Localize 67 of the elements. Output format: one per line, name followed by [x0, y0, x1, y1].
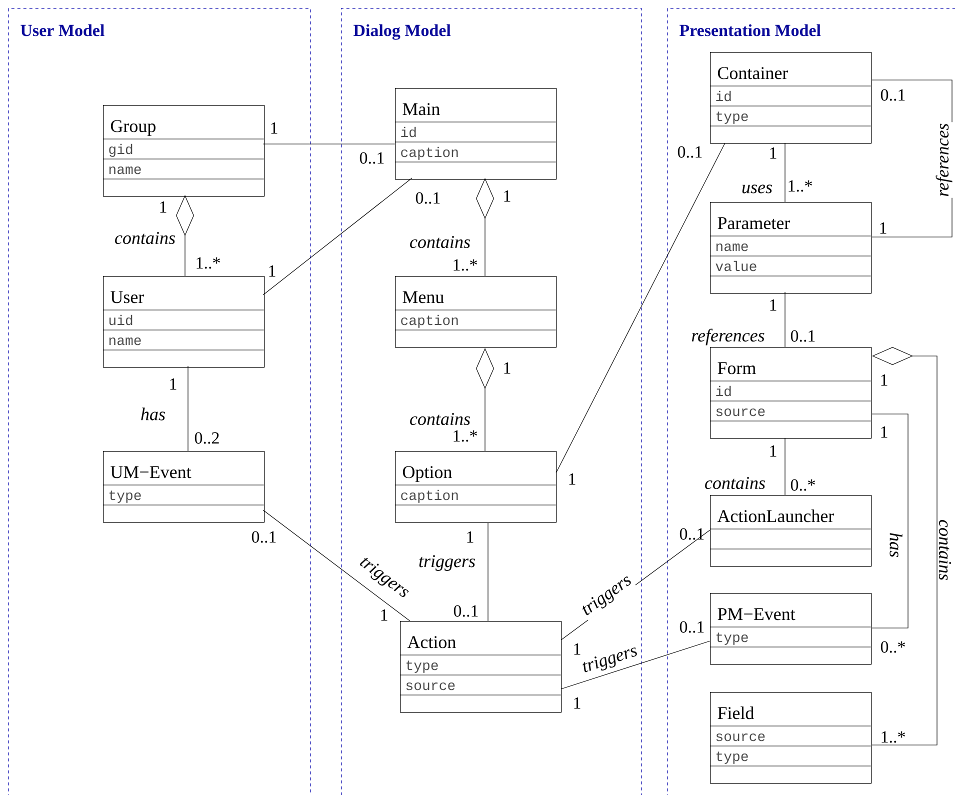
association-line — [784, 142, 786, 202]
multiplicity: 1 — [880, 222, 886, 234]
association-line — [872, 347, 938, 746]
multiplicity: 1..* — [788, 180, 812, 192]
multiplicity: 1 — [770, 147, 776, 159]
multiplicity: 0..1 — [252, 531, 276, 543]
multiplicity: 1..* — [196, 257, 220, 269]
class-box: User uid name — [102, 276, 265, 368]
multiplicity: 0..1 — [454, 605, 478, 617]
association-line — [560, 640, 710, 690]
multiplicity: 1 — [574, 697, 580, 709]
edge-label: has — [888, 532, 904, 558]
class-box: Container id type — [710, 52, 872, 144]
edge-label: uses — [740, 184, 774, 194]
edge-label: triggers — [579, 642, 641, 678]
multiplicity: 1 — [569, 473, 576, 485]
multiplicity: 1 — [269, 265, 276, 277]
association-line — [262, 178, 412, 296]
multiplicity: 1 — [467, 531, 474, 543]
multiplicity: 1 — [381, 609, 388, 621]
association-line — [476, 348, 494, 452]
multiplicity: 0..1 — [880, 89, 905, 101]
edge-label: triggers — [418, 554, 476, 572]
multiplicity: 0..1 — [790, 330, 815, 342]
edge-label: contains — [938, 518, 952, 582]
multiplicity: 0..1 — [680, 528, 704, 540]
edge-label: has — [140, 406, 166, 422]
edge-label: contains — [704, 476, 766, 490]
multiplicity: 1..* — [882, 731, 905, 743]
multiplicity: 0..1 — [680, 621, 704, 633]
class-box: Menu caption — [394, 276, 557, 348]
association-line — [784, 292, 786, 348]
multiplicity: 0..1 — [678, 146, 702, 158]
multiplicity: 0..1 — [416, 192, 440, 204]
edge-label: contains — [114, 230, 176, 246]
class-box: Field source type — [710, 692, 872, 784]
class-box: PM−Event type — [710, 593, 872, 665]
class-box: Main id caption — [394, 88, 557, 180]
class-box: Option caption — [394, 451, 557, 523]
class-box: Form id source — [710, 347, 872, 439]
association-line — [176, 195, 194, 276]
multiplicity: 0..2 — [194, 432, 219, 444]
edge-label: references — [934, 122, 954, 198]
multiplicity: 0..1 — [360, 152, 384, 164]
class-box: ActionLauncher — [710, 495, 872, 567]
edge-label: contains — [408, 412, 472, 426]
class-box: Parameter name value — [710, 202, 872, 294]
association-line — [784, 438, 786, 496]
class-box: Group gid name — [102, 105, 265, 197]
multiplicity: 1 — [770, 299, 776, 311]
association-line — [872, 414, 908, 628]
class-box: Action type source — [400, 621, 562, 713]
edge-label: references — [690, 328, 766, 346]
edge-label: contains — [408, 234, 472, 250]
multiplicity: 0..* — [880, 641, 905, 653]
multiplicity: 1..* — [454, 259, 477, 271]
multiplicity: 1 — [881, 426, 888, 438]
multiplicity: 1 — [170, 378, 176, 390]
multiplicity: 1 — [770, 445, 776, 457]
multiplicity: 0..* — [790, 479, 815, 491]
multiplicity: 1 — [271, 122, 278, 134]
multiplicity: 1..* — [454, 430, 477, 442]
association-line — [556, 142, 726, 474]
multiplicity: 1 — [574, 643, 580, 655]
class-box: UM−Event type — [102, 451, 265, 523]
association-line — [262, 510, 410, 622]
association-line — [476, 178, 494, 276]
